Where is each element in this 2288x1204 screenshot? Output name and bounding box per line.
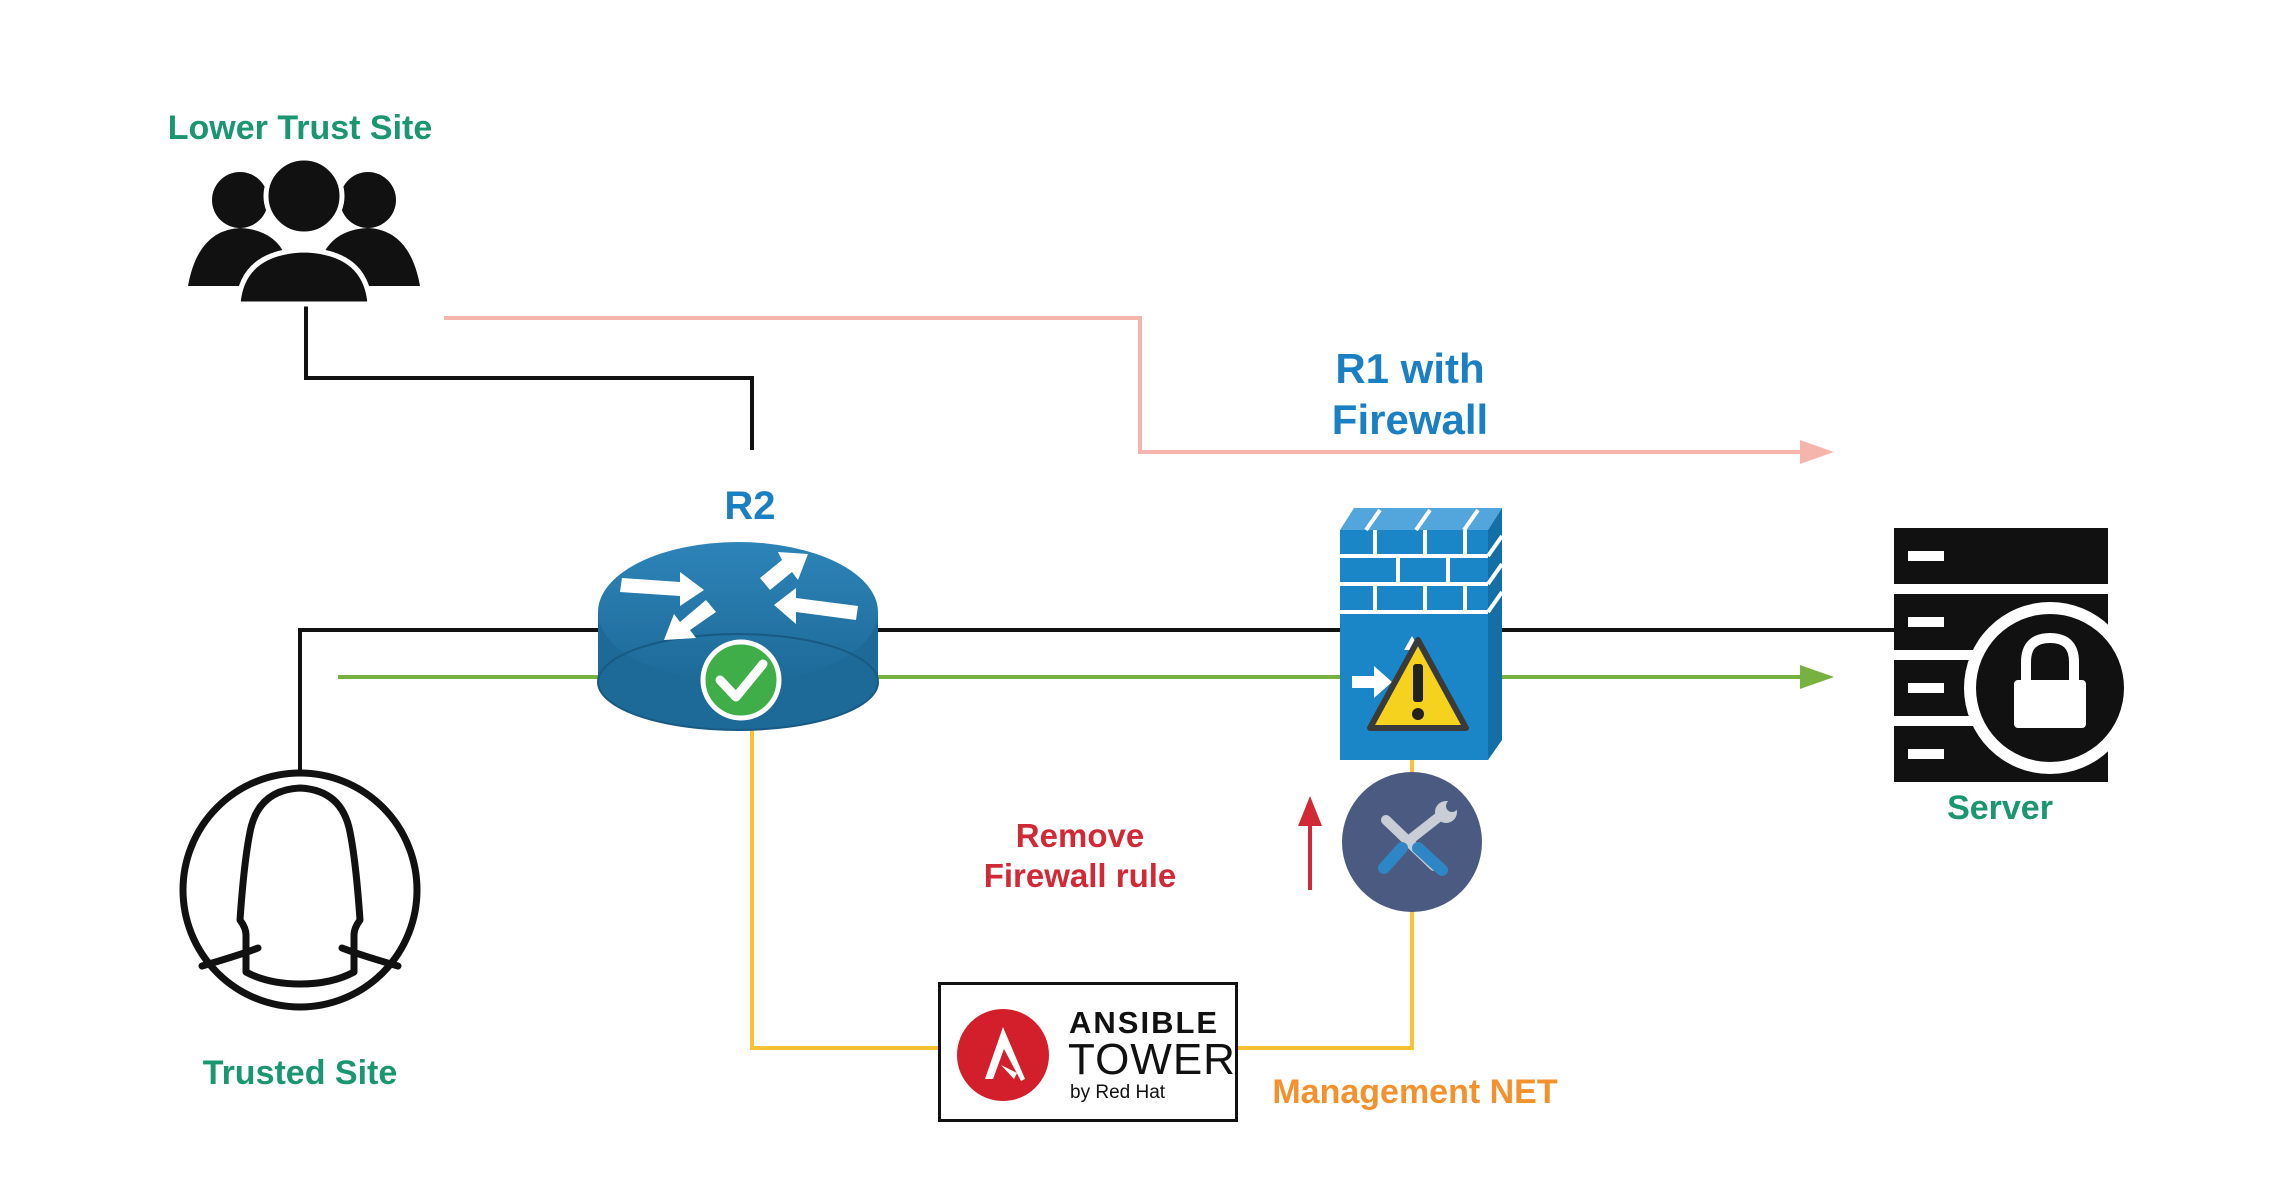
lower-trust-site-label: Lower Trust Site	[167, 109, 433, 147]
link-lower-site-to-r2	[304, 300, 754, 450]
people-group-icon	[188, 155, 420, 307]
remove-label-line2: Firewall rule	[983, 857, 1177, 895]
user-female-icon	[179, 769, 421, 1011]
link-trusted-site-to-r2	[298, 628, 598, 770]
ansible-product-text: TOWER	[1068, 1035, 1236, 1084]
management-net-label: Management NET	[1272, 1073, 1558, 1111]
allowed-flow-arrowhead	[1800, 665, 1834, 689]
r2-label: R2	[724, 484, 776, 528]
server-lock-icon	[1894, 528, 2136, 782]
blocked-flow-line	[444, 316, 1810, 454]
ansible-logo-icon	[957, 1009, 1049, 1101]
management-link-firewall	[1238, 908, 1414, 1050]
r1-firewall-label: R1 with Firewall	[1260, 343, 1560, 445]
r1-label-line1: R1 with	[1335, 345, 1485, 392]
push-rule-arrowhead	[1298, 796, 1322, 826]
remove-firewall-rule-label: Remove Firewall rule	[940, 816, 1220, 897]
ansible-brand-text: ANSIBLE	[1069, 1005, 1220, 1040]
r1-label-line2: Firewall	[1331, 396, 1489, 444]
wrench-screwdriver-icon	[1342, 772, 1482, 912]
ansible-vendor-text: by Red Hat	[1070, 1082, 1166, 1103]
server-label: Server	[1947, 789, 2053, 827]
ansible-tower-logo: ANSIBLE TOWER by Red Hat	[938, 982, 1238, 1122]
management-link-r2	[750, 725, 938, 1050]
blocked-flow-arrowhead	[1800, 440, 1834, 464]
trusted-site-label: Trusted Site	[202, 1054, 398, 1092]
check-circle-icon	[700, 639, 782, 721]
warning-icon	[1367, 637, 1469, 731]
remove-label-line1: Remove	[1015, 817, 1145, 854]
